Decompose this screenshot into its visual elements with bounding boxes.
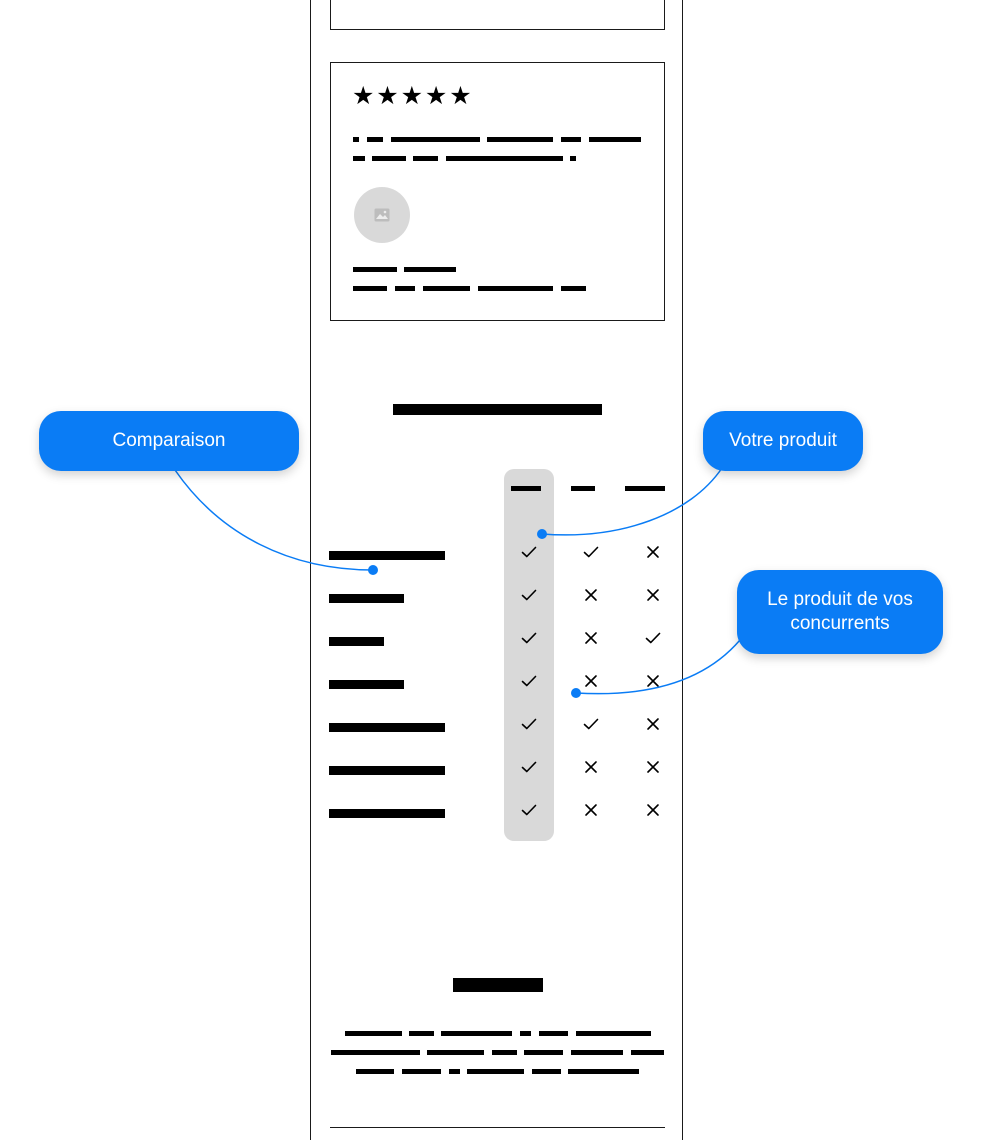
divider bbox=[330, 1127, 665, 1128]
column-header bbox=[571, 486, 595, 491]
feature-label bbox=[329, 551, 445, 560]
cross-icon bbox=[647, 546, 659, 558]
image-icon bbox=[374, 208, 390, 222]
feature-label bbox=[329, 723, 445, 732]
avatar bbox=[354, 187, 410, 243]
check-icon bbox=[521, 675, 537, 687]
cross-icon bbox=[647, 761, 659, 773]
column-header bbox=[511, 486, 541, 491]
check-icon bbox=[521, 546, 537, 558]
cross-icon bbox=[585, 804, 597, 816]
cross-icon bbox=[647, 718, 659, 730]
feature-label bbox=[329, 637, 384, 646]
feature-label bbox=[329, 809, 445, 818]
callout-competitor-label-line1: Le produit de vos bbox=[767, 589, 913, 610]
previous-card bbox=[330, 0, 665, 30]
cross-icon bbox=[647, 804, 659, 816]
your-product-column bbox=[504, 469, 554, 841]
footer-heading-placeholder bbox=[453, 978, 543, 992]
check-icon bbox=[521, 589, 537, 601]
cross-icon bbox=[647, 589, 659, 601]
star-icon: ★ bbox=[424, 82, 448, 110]
check-icon bbox=[645, 632, 661, 644]
check-icon bbox=[521, 718, 537, 730]
callout-your-product-label: Votre produit bbox=[729, 430, 837, 451]
callout-competitor-label-line2: concurrents bbox=[790, 613, 890, 634]
cross-icon bbox=[585, 589, 597, 601]
column-header bbox=[625, 486, 665, 491]
feature-label bbox=[329, 766, 445, 775]
callout-your-product: Votre produit bbox=[703, 411, 863, 471]
check-icon bbox=[521, 632, 537, 644]
cross-icon bbox=[585, 675, 597, 687]
callout-comparison-label: Comparaison bbox=[112, 430, 226, 451]
callout-competitor-product: Le produit de vos concurrents bbox=[737, 570, 943, 654]
check-icon bbox=[583, 546, 599, 558]
check-icon bbox=[521, 804, 537, 816]
star-icon: ★ bbox=[449, 82, 472, 110]
cross-icon bbox=[585, 632, 597, 644]
check-icon bbox=[521, 761, 537, 773]
feature-label bbox=[329, 594, 404, 603]
callout-comparison: Comparaison bbox=[39, 411, 299, 471]
feature-label bbox=[329, 680, 404, 689]
cross-icon bbox=[585, 761, 597, 773]
star-icon: ★ bbox=[352, 82, 375, 110]
check-icon bbox=[583, 718, 599, 730]
star-icon: ★ bbox=[376, 82, 399, 110]
cross-icon bbox=[647, 675, 659, 687]
star-icon: ★ bbox=[400, 82, 424, 110]
section-heading-placeholder bbox=[393, 404, 602, 415]
